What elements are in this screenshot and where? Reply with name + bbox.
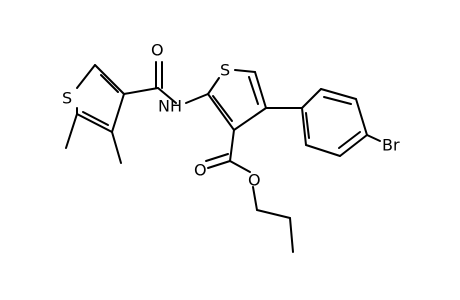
right-thiophene-ring [207, 69, 267, 131]
bond-ph-6-1 [301, 107, 307, 146]
bond-ch2-ch2 [256, 209, 291, 219]
bond-ester-c-o-double-1 [207, 160, 231, 169]
atom-label-ester-carbonyl-o: O [194, 161, 207, 180]
bond-carbonyl-n [157, 87, 177, 104]
left-thiophene-ring [76, 64, 125, 133]
bond-double-c4-c5 [82, 111, 109, 126]
bond-ph-inner-3 [305, 112, 310, 139]
bond-s-c5 [234, 69, 256, 73]
bond-ph-br [366, 134, 381, 142]
bond-n-ring [185, 93, 209, 104]
atom-label-amide-o: O [151, 41, 164, 60]
bond-ph-4-5 [339, 134, 368, 157]
bond-c5-c4 [254, 71, 267, 109]
bond-o-ch2 [252, 186, 258, 211]
bond-ph-inner-1 [323, 96, 352, 105]
bond-ph-2-3 [320, 88, 357, 100]
bond-ester-c-o-double-2 [205, 153, 229, 162]
atom-label-bromine: Br [382, 136, 400, 155]
bond-ring-carbonyl [123, 87, 159, 95]
bond-double-c3-c2 [212, 95, 233, 122]
ester-group [205, 129, 294, 253]
bond-c4-c3 [233, 107, 267, 131]
atom-label-ester-o: O [248, 171, 261, 190]
bromophenyl-ring [265, 88, 381, 157]
bond-ph-5-6 [305, 144, 341, 157]
amide-group [123, 61, 209, 104]
atom-label-amide-nh: NH [158, 97, 182, 116]
bond-c4-c5 [76, 113, 113, 133]
methyl-bond-c5 [65, 113, 78, 149]
atom-label-left-thiophene-s: S [62, 89, 72, 108]
bond-ph-inner-2 [338, 131, 361, 149]
bond-ring-ester-c [229, 129, 235, 162]
bond-s1-c2 [76, 64, 96, 89]
atom-label-right-thiophene-s: S [220, 61, 230, 80]
methyl-bond-c4 [111, 131, 122, 164]
bond-c2-s [207, 77, 220, 95]
bond-c3-c4 [111, 93, 125, 133]
bond-double-c2-c3 [100, 74, 119, 93]
bond-c3-c2 [207, 93, 235, 131]
bond-c2-c3 [94, 64, 125, 95]
bond-ph-1-2 [301, 88, 322, 109]
bond-ester-c-o [229, 160, 251, 173]
bond-ph-3-4 [355, 98, 368, 136]
bond-double-c5-c4 [248, 76, 259, 105]
bond-ch2-ch3 [289, 217, 294, 253]
